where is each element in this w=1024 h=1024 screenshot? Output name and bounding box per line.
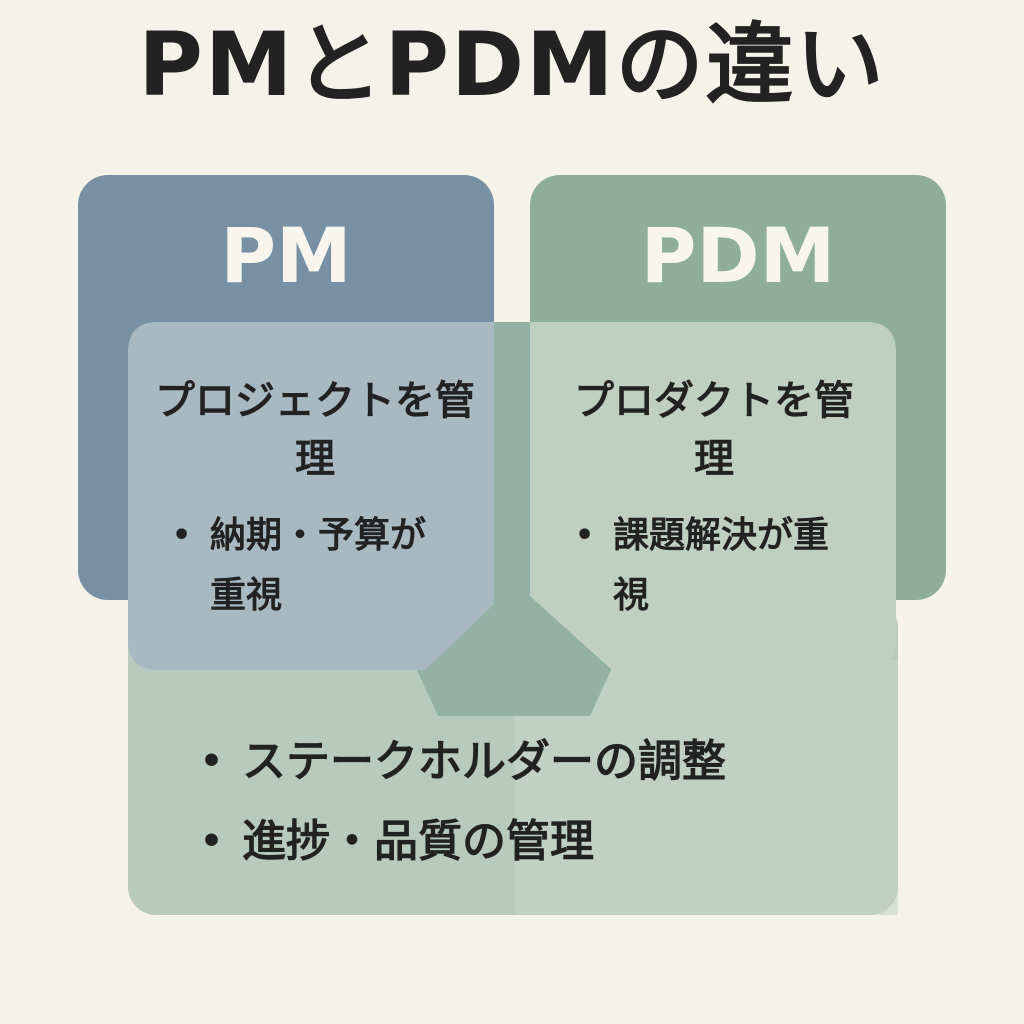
shared-list: • ステークホルダーの調整 • 進捗・品質の管理 xyxy=(200,722,880,882)
list-item: • 進捗・品質の管理 xyxy=(200,802,880,882)
diagram-title: PMとPDMの違い xyxy=(138,13,886,116)
pm-card xyxy=(128,322,494,670)
pm-header: PM xyxy=(220,211,352,300)
pm-point: • 納期・予算が重視 xyxy=(172,506,452,626)
shared-item-text: ステークホルダーの調整 xyxy=(242,736,726,787)
pm-point-text: 納期・予算が重視 xyxy=(210,515,427,616)
bullet-icon: • xyxy=(200,821,224,862)
overlap-connector xyxy=(416,322,612,716)
pdm-card-title: プロダクトを管理 xyxy=(574,378,854,482)
list-item: • ステークホルダーの調整 xyxy=(200,722,880,802)
shared-item-text: 進捗・品質の管理 xyxy=(242,816,594,867)
pdm-card xyxy=(530,322,896,670)
bullet-icon: • xyxy=(172,518,192,553)
bullet-icon: • xyxy=(575,518,595,553)
pdm-point: • 課題解決が重視 xyxy=(575,506,855,626)
bullet-icon: • xyxy=(200,741,224,782)
pdm-header: PDM xyxy=(640,211,836,300)
pdm-point-text: 課題解決が重視 xyxy=(613,515,830,616)
pm-card-title: プロジェクトを管理 xyxy=(155,378,475,482)
